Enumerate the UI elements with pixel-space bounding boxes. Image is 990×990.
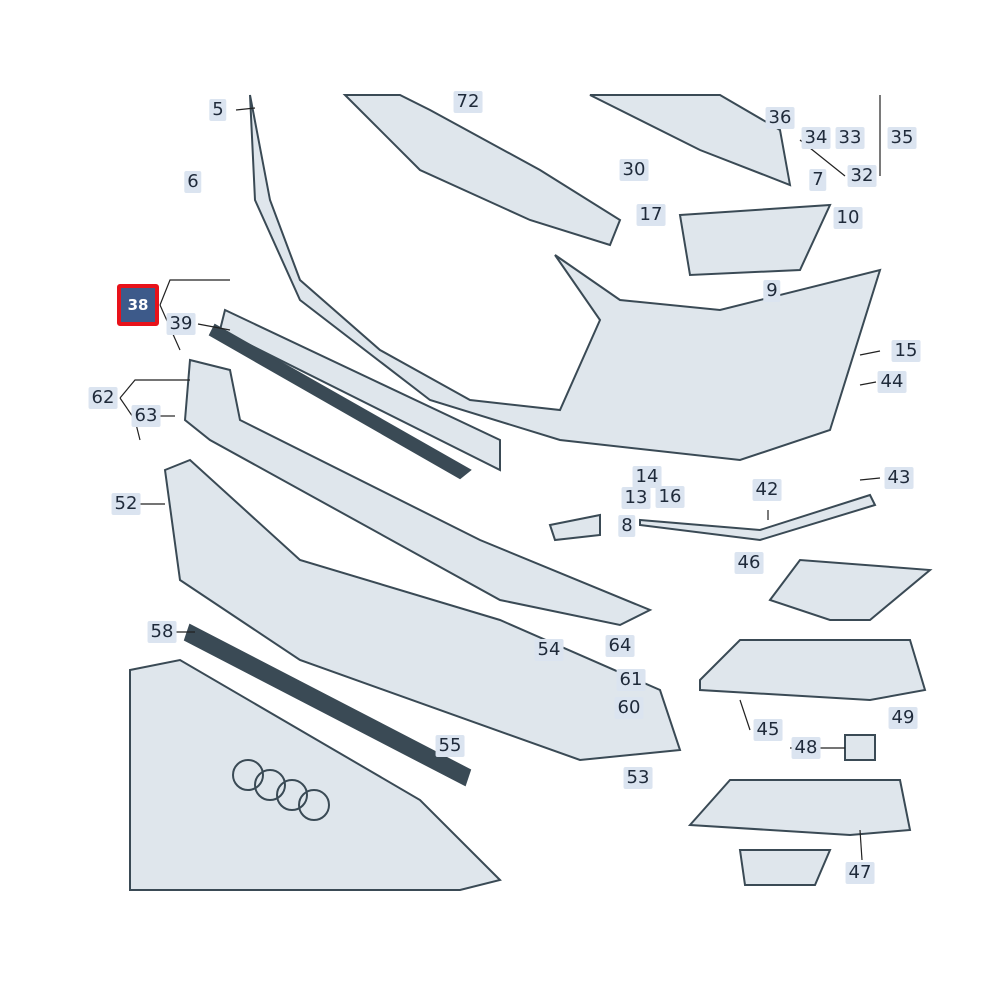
upper-grille-72 — [342, 94, 622, 247]
callout-42[interactable]: 42 — [752, 479, 782, 501]
callout-61[interactable]: 61 — [616, 669, 646, 691]
callout-8[interactable]: 8 — [618, 515, 636, 537]
grille-45 — [699, 639, 927, 702]
strip — [208, 323, 472, 480]
trim-58 — [183, 623, 472, 787]
callout-54[interactable]: 54 — [534, 639, 564, 661]
callout-72[interactable]: 72 — [453, 91, 483, 113]
callout-33[interactable]: 33 — [835, 127, 865, 149]
callout-48[interactable]: 48 — [791, 737, 821, 759]
bracket-62 — [183, 358, 653, 627]
callout-58[interactable]: 58 — [147, 621, 177, 643]
callout-38-selected[interactable]: 38 — [117, 284, 159, 326]
callout-53[interactable]: 53 — [623, 767, 653, 789]
spoiler-39 — [218, 308, 501, 472]
callout-63[interactable]: 63 — [131, 405, 161, 427]
trim-42 — [639, 493, 877, 542]
callout-36[interactable]: 36 — [765, 107, 795, 129]
grille-47 — [687, 779, 912, 837]
washer-cover-8 — [548, 513, 601, 542]
cover-bottom — [738, 849, 832, 886]
radiator-grille — [129, 658, 502, 891]
callout-35[interactable]: 35 — [887, 127, 917, 149]
callout-43[interactable]: 43 — [884, 467, 914, 489]
callout-52[interactable]: 52 — [111, 493, 141, 515]
callout-64[interactable]: 64 — [605, 635, 635, 657]
callout-13[interactable]: 13 — [621, 487, 651, 509]
callout-15[interactable]: 15 — [891, 340, 921, 362]
sensor-48 — [844, 734, 876, 761]
callout-16[interactable]: 16 — [655, 486, 685, 508]
callout-10[interactable]: 10 — [833, 207, 863, 229]
callout-30[interactable]: 30 — [619, 159, 649, 181]
callout-7[interactable]: 7 — [809, 169, 827, 191]
bracket-7 — [678, 203, 832, 277]
callout-47[interactable]: 47 — [845, 862, 875, 884]
bumper-cover — [249, 94, 882, 462]
callout-9[interactable]: 9 — [763, 280, 781, 302]
callout-39[interactable]: 39 — [166, 313, 196, 335]
callout-17[interactable]: 17 — [636, 204, 666, 226]
callout-45[interactable]: 45 — [753, 719, 783, 741]
callout-32[interactable]: 32 — [847, 165, 877, 187]
callout-14[interactable]: 14 — [632, 466, 662, 488]
lower-grille-52 — [163, 458, 682, 762]
upper-bracket — [589, 94, 792, 187]
callout-34[interactable]: 34 — [801, 127, 831, 149]
callout-5[interactable]: 5 — [209, 99, 227, 121]
callout-49[interactable]: 49 — [888, 707, 918, 729]
callout-6[interactable]: 6 — [184, 171, 202, 193]
callout-60[interactable]: 60 — [614, 697, 644, 719]
callout-55[interactable]: 55 — [435, 735, 465, 757]
callout-62[interactable]: 62 — [88, 387, 118, 409]
callout-44[interactable]: 44 — [877, 371, 907, 393]
callout-46[interactable]: 46 — [734, 552, 764, 574]
cover-46 — [768, 558, 933, 621]
